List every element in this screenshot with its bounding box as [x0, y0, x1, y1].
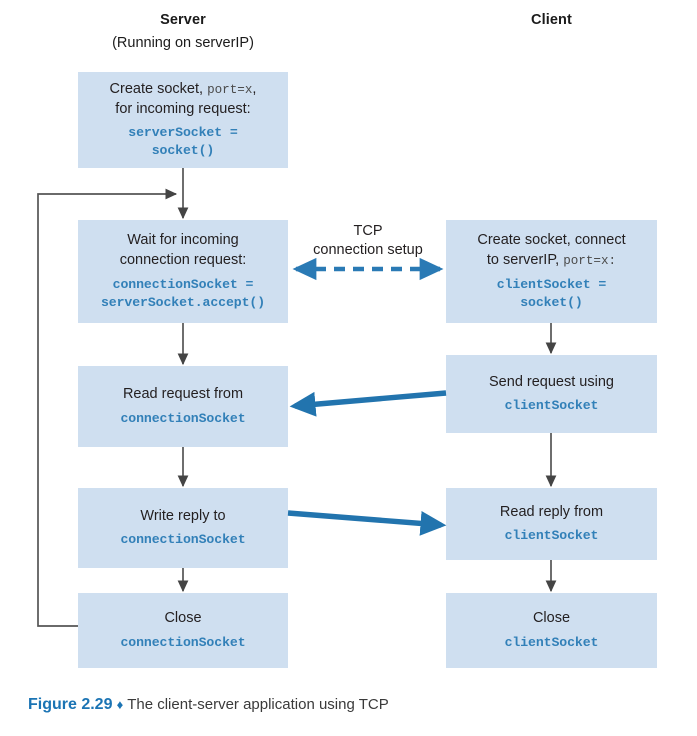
request-data-flow-arrow [289, 390, 447, 417]
server-column-subtitle: (Running on serverIP) [112, 35, 254, 51]
figure-caption-text: The client-server application using TCP [127, 696, 389, 713]
client-column-title: Client [531, 12, 572, 28]
client-step-read-reply[interactable]: Read reply from clientSocket [446, 488, 657, 560]
client-step-create-socket-line1: Create socket, connect [477, 232, 626, 249]
server-step-create-socket-line2: for incoming request: [115, 100, 251, 117]
client-step-send-request-line1: Send request using [489, 373, 614, 390]
server-step-read-request[interactable]: Read request from connectionSocket [78, 366, 288, 447]
server-step-wait-connection[interactable]: Wait for incoming connection request: co… [78, 220, 288, 323]
client-step-close-code1: clientSocket [504, 634, 599, 650]
client-step-read-reply-line1: Read reply from [499, 503, 604, 520]
server-step-wait-connection-line1: Wait for incoming [127, 232, 239, 249]
server-step-wait-connection-code2: serverSocket.accept() [100, 294, 266, 310]
server-column-title: Server [160, 12, 206, 28]
client-step-close-line1: Close [532, 610, 571, 627]
tcp-connection-setup-label-line2: connection setup [313, 242, 423, 259]
figure-caption: Figure 2.29 ♦ The client-server applicat… [28, 696, 389, 714]
server-step-write-reply-code1: connectionSocket [120, 532, 246, 548]
server-step-close-code1: connectionSocket [120, 634, 246, 650]
client-step-create-socket[interactable]: Create socket, connect to serverIP, port… [446, 220, 657, 323]
server-step-wait-connection-line2: connection request: [119, 252, 247, 269]
server-step-write-reply[interactable]: Write reply to connectionSocket [78, 488, 288, 568]
client-step-read-reply-code1: clientSocket [504, 528, 599, 544]
server-step-create-socket-code2: socket() [151, 143, 215, 159]
server-step-read-request-code1: connectionSocket [120, 410, 246, 426]
server-step-create-socket-code1: serverSocket = [128, 125, 238, 141]
server-step-close-line1: Close [164, 610, 202, 627]
reply-data-flow-arrow [287, 510, 447, 536]
tcp-connection-setup-label-line1: TCP [353, 223, 383, 239]
inline-code-port-client: port=x: [563, 254, 617, 269]
server-step-create-socket[interactable]: Create socket, port=x, for incoming requ… [78, 72, 288, 168]
server-step-close[interactable]: Close connectionSocket [78, 593, 288, 668]
server-step-create-socket-line1: Create socket, port=x, [109, 80, 257, 97]
client-step-send-request-code1: clientSocket [504, 398, 599, 414]
client-step-create-socket-code2: socket() [520, 294, 583, 310]
inline-code-port: port=x [207, 82, 253, 97]
server-step-write-reply-line1: Write reply to [140, 507, 226, 524]
client-step-send-request[interactable]: Send request using clientSocket [446, 355, 657, 433]
server-step-wait-connection-code1: connectionSocket = [112, 276, 254, 292]
tcp-connection-setup-label: TCP connection setup [300, 222, 436, 260]
client-step-create-socket-code1: clientSocket = [496, 276, 607, 292]
figure-caption-separator-icon: ♦ [116, 697, 124, 712]
figure-number: Figure 2.29 [28, 696, 113, 713]
client-step-create-socket-line2: to serverIP, port=x: [486, 252, 617, 269]
server-step-read-request-line1: Read request from [122, 386, 244, 403]
client-step-close[interactable]: Close clientSocket [446, 593, 657, 668]
